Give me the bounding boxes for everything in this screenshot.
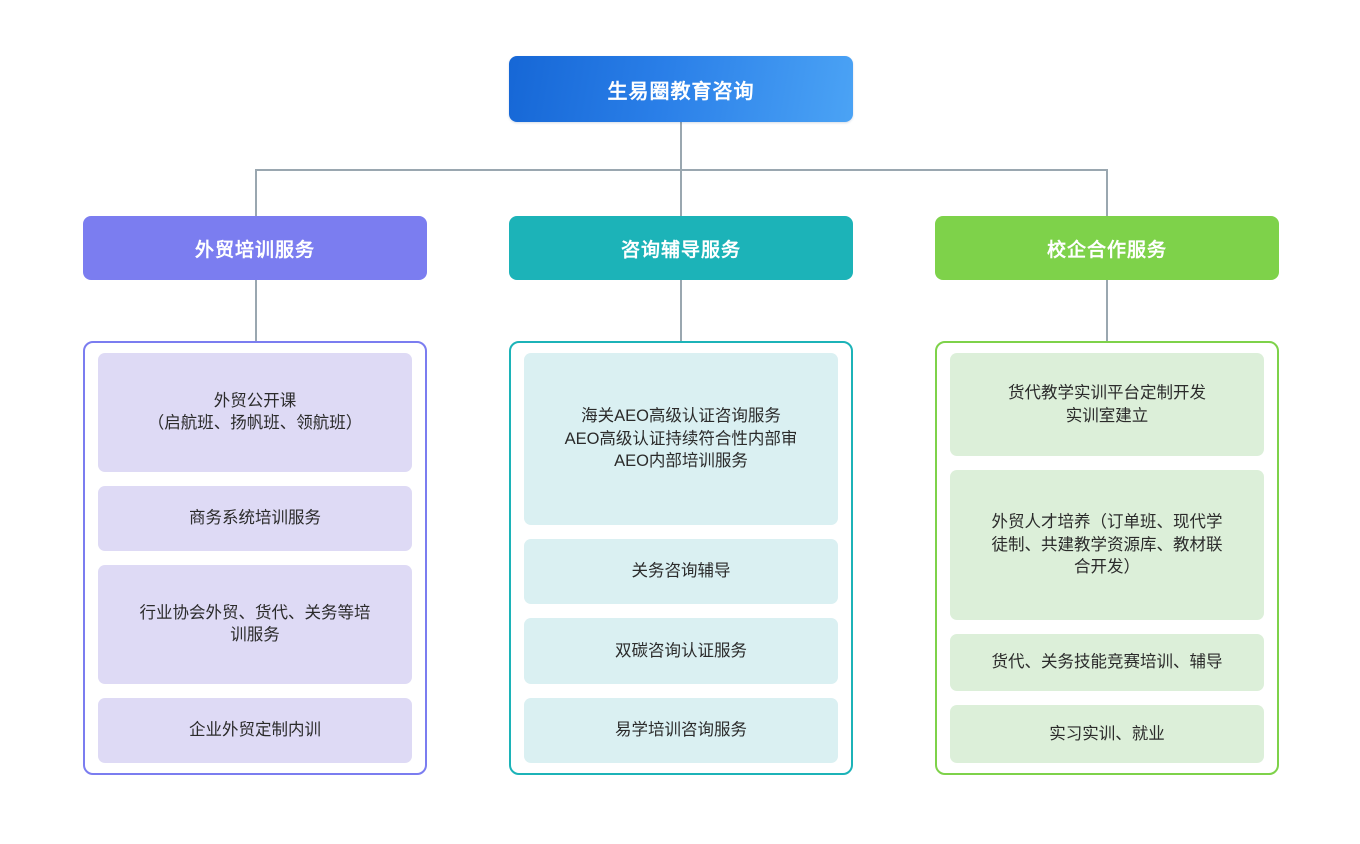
service-item-line: AEO内部培训服务 — [614, 452, 748, 471]
service-item-line: （启航班、扬帆班、领航班） — [147, 414, 363, 433]
item-gap — [524, 525, 838, 539]
connector-header-to-body-1 — [255, 280, 257, 342]
service-item[interactable]: 实习实训、就业 — [950, 705, 1264, 763]
service-item-line: 实习实训、就业 — [1049, 724, 1165, 743]
service-item[interactable]: 货代、关务技能竞赛培训、辅导 — [950, 633, 1264, 692]
service-item-line: 企业外贸定制内训 — [189, 720, 321, 739]
service-item-line: 海关AEO高级认证咨询服务 — [581, 406, 781, 425]
service-item-line: 货代、关务技能竞赛培训、辅导 — [991, 653, 1223, 672]
service-item-text: 外贸人才培养（订单班、现代学徒制、共建教学资源库、教材联合开发） — [992, 511, 1223, 579]
item-gap — [98, 684, 412, 698]
service-item-line: 实训室建立 — [1065, 406, 1149, 425]
service-item-text: 关务咨询辅导 — [632, 560, 731, 583]
service-item-text: 易学培训咨询服务 — [615, 719, 747, 742]
branch-column-2: 咨询辅导服务 海关AEO高级认证咨询服务 AEO高级认证持续符合性内部审 AEO内部… — [509, 216, 853, 775]
branch-header-2[interactable]: 咨询辅导服务 — [509, 216, 853, 280]
item-gap — [98, 472, 412, 486]
service-item-text: 外贸公开课 （启航班、扬帆班、领航班） — [148, 390, 363, 436]
connector-drop-branch-1 — [255, 169, 257, 217]
item-gap — [98, 551, 412, 565]
service-item[interactable]: 外贸人才培养（订单班、现代学徒制、共建教学资源库、教材联合开发） — [950, 470, 1264, 620]
service-item[interactable]: 易学培训咨询服务 — [524, 697, 838, 763]
item-gap — [950, 691, 1264, 705]
service-item[interactable]: 双碳咨询认证服务 — [524, 618, 838, 684]
root-node-label: 生易圈教育咨询 — [607, 80, 755, 103]
service-item-line: 商务系统培训服务 — [189, 508, 321, 527]
service-item-line: 外贸公开课 — [213, 391, 297, 410]
service-item-text: 双碳咨询认证服务 — [615, 640, 747, 663]
service-item-text: 货代、关务技能竞赛培训、辅导 — [992, 651, 1223, 674]
branch-body-2: 海关AEO高级认证咨询服务 AEO高级认证持续符合性内部审 AEO内部培训服务关务咨… — [509, 341, 853, 775]
service-item[interactable]: 商务系统培训服务 — [98, 485, 412, 551]
service-item-line: 合开发） — [1074, 558, 1140, 577]
connector-drop-branch-2 — [680, 169, 682, 217]
item-gap — [524, 604, 838, 618]
item-gap — [524, 684, 838, 698]
service-item-line: 双碳咨询认证服务 — [615, 641, 747, 660]
branch-item-list-1: 外贸公开课 （启航班、扬帆班、领航班） 商务系统培训服务行业协会外贸、货代、关务等培… — [98, 353, 412, 763]
branch-item-list-3: 货代教学实训平台定制开发实训室建立外贸人才培养（订单班、现代学徒制、共建教学资源… — [950, 353, 1264, 763]
service-item[interactable]: 货代教学实训平台定制开发实训室建立 — [950, 353, 1264, 457]
service-item-line: 行业协会外贸、货代、关务等培 — [139, 603, 371, 622]
connector-header-to-body-3 — [1106, 280, 1108, 342]
service-item-text: 商务系统培训服务 — [189, 507, 321, 530]
service-item-line: 易学培训咨询服务 — [615, 720, 747, 739]
connector-root-stem — [680, 122, 682, 170]
branch-column-3: 校企合作服务 货代教学实训平台定制开发实训室建立外贸人才培养（订单班、现代学徒制… — [935, 216, 1279, 775]
service-item-line: 货代教学实训平台定制开发 — [1008, 383, 1206, 402]
connector-header-to-body-2 — [680, 280, 682, 342]
service-item-text: 企业外贸定制内训 — [189, 719, 321, 742]
branch-header-3[interactable]: 校企合作服务 — [935, 216, 1279, 280]
service-item-line: 关务咨询辅导 — [631, 562, 731, 581]
service-item[interactable]: 海关AEO高级认证咨询服务 AEO高级认证持续符合性内部审 AEO内部培训服务 — [524, 353, 838, 525]
branch-column-1: 外贸培训服务 外贸公开课 （启航班、扬帆班、领航班） 商务系统培训服务行业协会外贸、… — [83, 216, 427, 775]
service-item-text: 货代教学实训平台定制开发实训室建立 — [1008, 382, 1206, 428]
connector-drop-branch-3 — [1106, 169, 1108, 217]
branch-header-label-2: 咨询辅导服务 — [620, 239, 741, 261]
branch-header-label-3: 校企合作服务 — [1046, 239, 1167, 261]
item-gap — [950, 620, 1264, 634]
item-gap — [950, 456, 1264, 470]
service-item-text: 行业协会外贸、货代、关务等培训服务 — [140, 602, 371, 648]
service-item[interactable]: 关务咨询辅导 — [524, 539, 838, 605]
branch-body-3: 货代教学实训平台定制开发实训室建立外贸人才培养（订单班、现代学徒制、共建教学资源… — [935, 341, 1279, 775]
service-item-text: 实习实训、就业 — [1049, 723, 1165, 746]
service-item[interactable]: 企业外贸定制内训 — [98, 697, 412, 763]
service-item-text: 海关AEO高级认证咨询服务 AEO高级认证持续符合性内部审 AEO内部培训服务 — [565, 405, 798, 473]
branch-header-1[interactable]: 外贸培训服务 — [83, 216, 427, 280]
root-node[interactable]: 生易圈教育咨询 — [509, 56, 853, 122]
connector-horizontal-bus — [255, 169, 1107, 171]
branch-body-1: 外贸公开课 （启航班、扬帆班、领航班） 商务系统培训服务行业协会外贸、货代、关务等培… — [83, 341, 427, 775]
branch-header-label-1: 外贸培训服务 — [194, 239, 315, 261]
service-item[interactable]: 行业协会外贸、货代、关务等培训服务 — [98, 565, 412, 684]
service-item-line: 训服务 — [230, 626, 280, 645]
service-item-line: 外贸人才培养（订单班、现代学 — [991, 512, 1223, 531]
service-item-line: AEO高级认证持续符合性内部审 — [564, 429, 798, 448]
service-item[interactable]: 外贸公开课 （启航班、扬帆班、领航班） — [98, 353, 412, 472]
branch-item-list-2: 海关AEO高级认证咨询服务 AEO高级认证持续符合性内部审 AEO内部培训服务关务咨… — [524, 353, 838, 763]
service-item-line: 徒制、共建教学资源库、教材联 — [991, 535, 1223, 554]
